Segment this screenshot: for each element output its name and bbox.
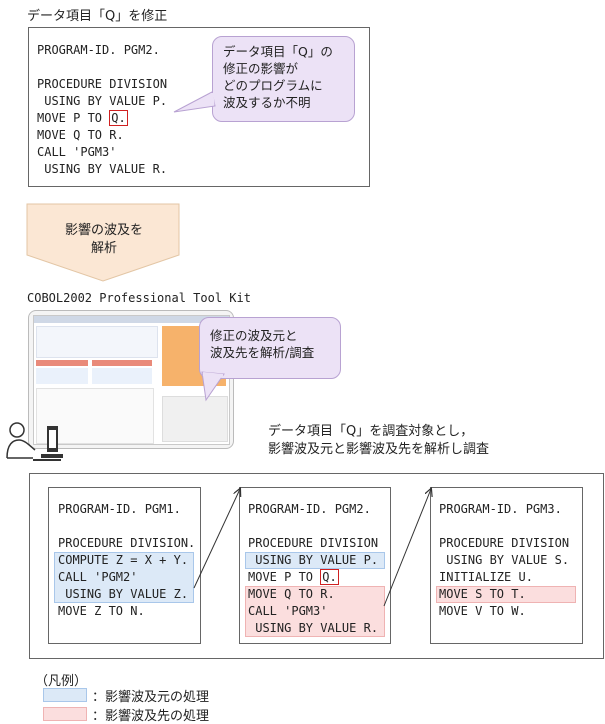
code-line: COMPUTE Z = X + Y. bbox=[58, 553, 189, 567]
bubble-line: どのプログラムに bbox=[223, 78, 323, 93]
call-arrow-pgm2-to-pgm3 bbox=[383, 489, 431, 607]
code-line: USING BY VALUE P. bbox=[37, 94, 168, 108]
code-line: MOVE Q TO R. bbox=[248, 587, 335, 601]
bubble-pointer bbox=[201, 371, 225, 402]
bubble-pointer bbox=[173, 91, 216, 113]
code-line: PROGRAM-ID. PGM2. bbox=[37, 43, 160, 57]
code-line: PROGRAM-ID. PGM1. bbox=[58, 502, 181, 516]
tool-header bbox=[92, 360, 152, 366]
tool-detail bbox=[162, 396, 228, 442]
code-line: CALL 'PGM3' bbox=[248, 604, 328, 618]
analysis-arrow bbox=[26, 203, 180, 282]
code-line: MOVE Z TO N. bbox=[58, 604, 145, 618]
code-line: USING BY VALUE P. bbox=[248, 553, 379, 567]
user-at-computer-icon bbox=[6, 422, 63, 461]
code-line: PROGRAM-ID. PGM2. bbox=[248, 502, 371, 516]
analysis-note-line: データ項目「Q」を調査対象とし， bbox=[268, 424, 474, 439]
impact-source-highlight bbox=[54, 552, 194, 603]
call-arrow-pgm1-to-pgm2 bbox=[193, 489, 240, 589]
code-line: CALL 'PGM3' bbox=[37, 145, 117, 159]
bubble-line: 修正の波及元と bbox=[210, 328, 298, 343]
code-line: USING BY VALUE Z. bbox=[58, 587, 189, 601]
impact-destination-highlight bbox=[245, 586, 385, 637]
tool-table bbox=[36, 388, 154, 444]
pgm2-code: PROGRAM-ID. PGM2. PROCEDURE DIVISION USI… bbox=[240, 501, 390, 641]
legend-destination-label: ：影響波及先の処理 bbox=[92, 709, 210, 724]
analysis-note-line: 影響波及元と影響波及先を解析し調査 bbox=[268, 442, 490, 457]
legend-title: （凡例） bbox=[35, 674, 88, 689]
code-line: PROGRAM-ID. PGM3. bbox=[439, 502, 562, 516]
pgm1-code: PROGRAM-ID. PGM1. PROCEDURE DIVISION. CO… bbox=[49, 501, 200, 641]
code-line: MOVE P TO Q. bbox=[37, 110, 128, 127]
pgm3-box: PROGRAM-ID. PGM3. PROCEDURE DIVISION USI… bbox=[430, 487, 583, 644]
bubble-line: 波及するか不明 bbox=[223, 95, 311, 110]
pgm3-code: PROGRAM-ID. PGM3. PROCEDURE DIVISION USI… bbox=[431, 501, 582, 641]
code-line: USING BY VALUE R. bbox=[248, 621, 379, 635]
impact-source-highlight bbox=[245, 552, 385, 569]
code-line: USING BY VALUE R. bbox=[37, 162, 168, 176]
impact-destination-highlight bbox=[436, 586, 576, 603]
code-line: MOVE P TO Q. bbox=[248, 569, 339, 586]
tool-bubble: 修正の波及元と 波及先を解析/調査 bbox=[199, 317, 341, 379]
code-line: USING BY VALUE S. bbox=[439, 553, 570, 567]
top-title: データ項目「Q」を修正 bbox=[27, 9, 168, 24]
tool-titlebar bbox=[34, 316, 229, 323]
code-line: PROCEDURE DIVISION. bbox=[58, 536, 196, 550]
code-line: CALL 'PGM2' bbox=[58, 570, 138, 584]
modified-item-q: Q. bbox=[320, 569, 339, 585]
tool-list bbox=[36, 326, 158, 358]
code-line: MOVE V TO W. bbox=[439, 604, 526, 618]
pgm1-box: PROGRAM-ID. PGM1. PROCEDURE DIVISION. CO… bbox=[48, 487, 201, 644]
tool-panel bbox=[36, 368, 88, 384]
arrow-label: 影響の波及を 解析 bbox=[26, 222, 182, 258]
code-text: MOVE P TO bbox=[248, 570, 321, 584]
bubble-line: データ項目「Q」の bbox=[223, 44, 333, 59]
legend-source-swatch bbox=[43, 688, 87, 702]
code-line: INITIALIZE U. bbox=[439, 570, 533, 584]
code-text: MOVE P TO bbox=[37, 111, 110, 125]
modified-item-q: Q. bbox=[109, 110, 128, 126]
analysis-note: データ項目「Q」を調査対象とし， 影響波及元と影響波及先を解析し調査 bbox=[268, 423, 489, 459]
arrow-label-line: 解析 bbox=[90, 241, 117, 256]
tool-panel bbox=[92, 368, 152, 384]
bubble-line: 波及先を解析/調査 bbox=[210, 345, 315, 360]
top-code: PROGRAM-ID. PGM2. PROCEDURE DIVISION USI… bbox=[37, 42, 357, 182]
code-line: PROCEDURE DIVISION bbox=[439, 536, 570, 550]
bubble-line: 修正の影響が bbox=[223, 61, 299, 76]
tool-title: COBOL2002 Professional Tool Kit bbox=[27, 291, 251, 305]
tool-window bbox=[33, 315, 230, 445]
code-line: MOVE S TO T. bbox=[439, 587, 526, 601]
arrow-label-line: 影響の波及を bbox=[64, 223, 143, 238]
tool-header bbox=[36, 360, 88, 366]
code-line: PROCEDURE DIVISION bbox=[37, 77, 168, 91]
code-line: PROCEDURE DIVISION bbox=[248, 536, 379, 550]
legend-source-label: ：影響波及元の処理 bbox=[92, 690, 210, 705]
legend-destination-swatch bbox=[43, 707, 87, 721]
code-line: MOVE Q TO R. bbox=[37, 128, 124, 142]
pgm2-box: PROGRAM-ID. PGM2. PROCEDURE DIVISION USI… bbox=[239, 487, 391, 644]
impact-unknown-bubble: データ項目「Q」の 修正の影響が どのプログラムに 波及するか不明 bbox=[212, 36, 355, 122]
